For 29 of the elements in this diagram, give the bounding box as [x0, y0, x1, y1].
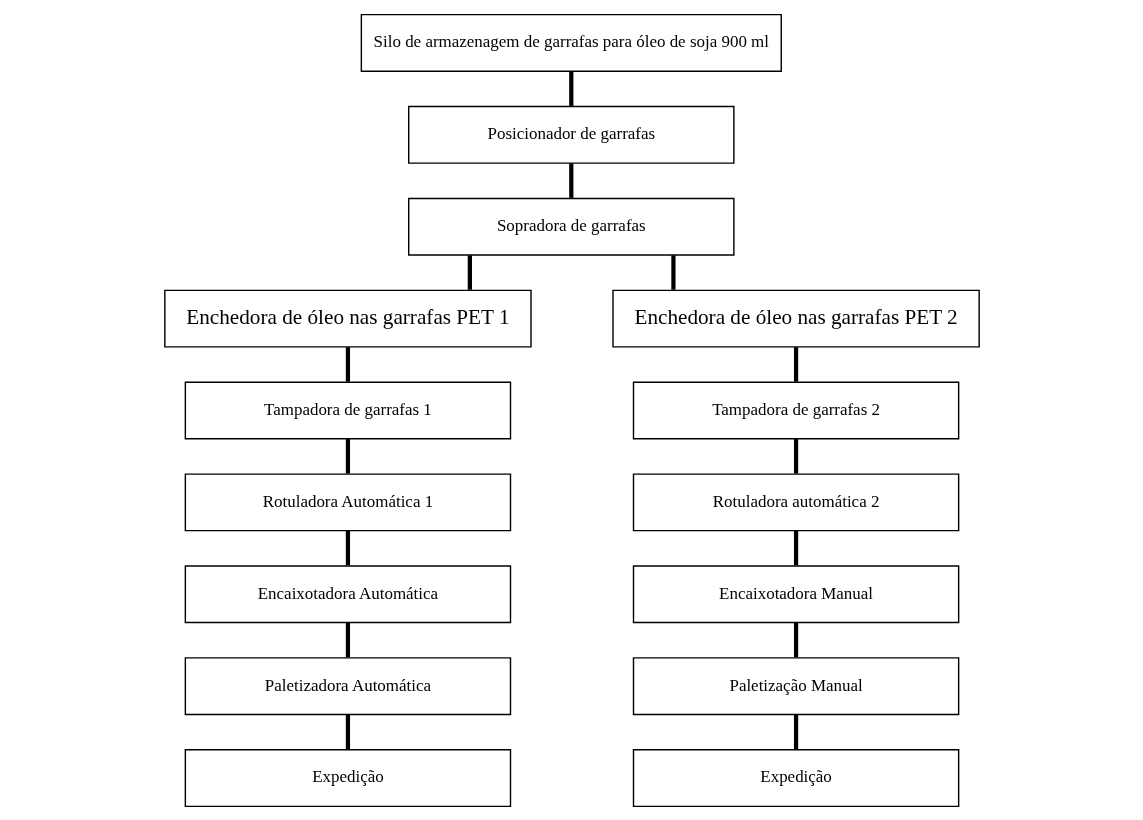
- connector: [345, 346, 350, 382]
- node-box: Tampadora de garrafas 2: [632, 381, 959, 439]
- node-box: Rotuladora automática 2: [632, 472, 959, 531]
- connector: [793, 438, 798, 473]
- connector: [345, 530, 350, 565]
- node-box: Paletizadora Automática: [184, 656, 511, 715]
- connector: [345, 438, 350, 473]
- connector: [568, 71, 573, 106]
- node-box: Expedição: [184, 748, 511, 807]
- node-box: Encaixotadora Manual: [632, 564, 959, 623]
- node-box: Tampadora de garrafas 1: [184, 381, 511, 439]
- connector: [345, 714, 350, 749]
- connector: [793, 714, 798, 749]
- node-box: Encaixotadora Automática: [184, 564, 511, 623]
- connector: [793, 530, 798, 565]
- node-box: Enchedora de óleo nas garrafas PET 1: [163, 289, 532, 348]
- node-box: Expedição: [632, 748, 959, 807]
- connector: [793, 346, 798, 382]
- node-box: Enchedora de óleo nas garrafas PET 2: [611, 289, 980, 348]
- connector: [345, 622, 350, 657]
- node-box: Posicionador de garrafas: [407, 105, 735, 164]
- connector: [467, 254, 472, 290]
- connector: [568, 162, 573, 198]
- node-box: Silo de armazenagem de garrafas para óleo de soja 900 ml: [360, 13, 782, 72]
- connector: [793, 622, 798, 657]
- connector: [670, 254, 676, 290]
- node-box: Rotuladora Automática 1: [184, 472, 511, 531]
- node-box: Paletização Manual: [632, 656, 959, 715]
- node-box: Sopradora de garrafas: [407, 197, 735, 256]
